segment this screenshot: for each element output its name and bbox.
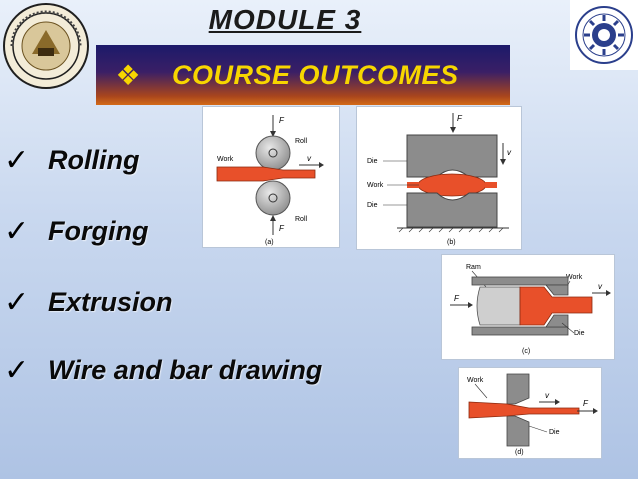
department-logo <box>570 0 638 70</box>
label-work: Work <box>367 182 384 189</box>
outcome-label: Wire and bar drawing <box>48 355 323 385</box>
outcome-item: ✓ Wire and bar drawing <box>4 353 322 388</box>
label-die: Die <box>549 429 560 436</box>
checkmark-icon: ✓ <box>4 353 30 388</box>
rolling-diagram: F Roll Work v F Roll (a) <box>202 106 340 248</box>
outcome-label: Extrusion <box>48 287 173 317</box>
caption: (b) <box>447 239 456 246</box>
label-roll: Roll <box>295 138 308 145</box>
outcome-label: Rolling <box>48 145 140 175</box>
college-logo <box>2 2 90 90</box>
caption: (a) <box>265 239 274 246</box>
label-force: F <box>279 224 285 233</box>
label-work: Work <box>467 377 484 384</box>
label-work: Work <box>217 156 234 163</box>
checkmark-icon: ✓ <box>4 143 30 178</box>
label-roll: Roll <box>295 216 308 223</box>
checkmark-icon: ✓ <box>4 285 30 320</box>
checkmark-icon: ✓ <box>4 214 30 249</box>
label-work: Work <box>566 274 583 281</box>
caption: (c) <box>522 348 530 355</box>
label-die: Die <box>367 202 378 209</box>
label-die: Die <box>574 330 585 337</box>
label-velocity: v <box>545 391 550 400</box>
outcome-label: Forging <box>48 216 149 246</box>
outcome-item: ✓ Forging <box>4 214 148 249</box>
label-force: F <box>279 116 285 125</box>
outcome-item: ✓ Extrusion <box>4 285 173 320</box>
label-force: F <box>457 114 463 123</box>
label-force: F <box>583 399 589 408</box>
caption: (d) <box>515 449 524 456</box>
label-die: Die <box>367 158 378 165</box>
wire-drawing-diagram: Work v F Die (d) <box>458 367 602 459</box>
four-diamond-bullet-icon: ❖ <box>115 59 141 91</box>
label-velocity: v <box>307 154 312 163</box>
label-ram: Ram <box>466 264 481 271</box>
banner-title: COURSE OUTCOMES <box>172 59 459 90</box>
label-force: F <box>454 294 460 303</box>
extrusion-diagram: Ram Work F v Die (c) <box>441 254 615 360</box>
module-title: MODULE 3 <box>208 4 362 35</box>
forging-diagram: F v Die Work Die (b) <box>356 106 522 250</box>
course-outcomes-banner: ❖ COURSE OUTCOMES <box>96 45 510 105</box>
label-velocity: v <box>507 148 512 157</box>
label-velocity: v <box>598 282 603 291</box>
outcome-item: ✓ Rolling <box>4 143 139 178</box>
